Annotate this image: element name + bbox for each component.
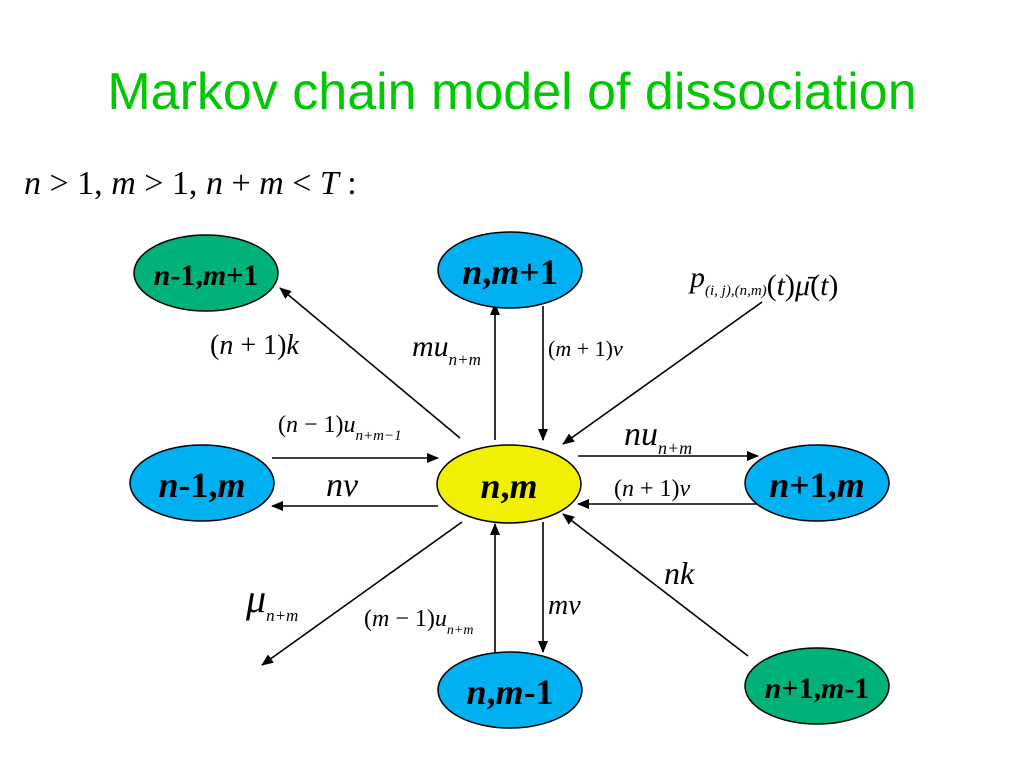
state-nodes: n-1,m+1 n,m+1 n-1,m n,m n+1,m n,m-1 [129,231,890,729]
rate-from-n-m-plus1: (m + 1)v [548,336,623,361]
rate-to-n-m-plus1: mun+m [412,330,481,369]
arrow-to-outside [261,521,463,666]
rate-from-outside: p(i, j),(n,m)(t)μ̄(t) [688,261,838,302]
state-n-m-plus1: n,m+1 [437,231,583,309]
arrow-to-n-minus1-m-plus1 [279,287,461,439]
rate-from-n-minus1-m: (n − 1)un+m−1 [278,412,402,444]
condition-text: n > 1, m > 1, n + m < T : [24,165,357,202]
slide-title: Markov chain model of dissociation [107,63,917,121]
svg-text:n,m+1: n,m+1 [462,252,558,292]
arrow-from-outside [562,301,763,445]
rate-labels: (n + 1)k mun+m (m + 1)v p(i, j),(n,m)(t)… [210,261,838,638]
arrow-from-n-plus1-m-minus1 [562,513,749,657]
state-n-minus1-m-plus1: n-1,m+1 [133,234,279,312]
rate-to-n-m-minus1: mv [548,590,581,621]
svg-text:n,m-1: n,m-1 [466,672,553,712]
state-center-n-m: n,m [436,444,582,524]
svg-text:n-1,m: n-1,m [158,465,245,505]
svg-text:n,m: n,m [480,466,537,506]
rate-from-n-m-minus1: (m − 1)un+m [364,606,473,638]
rate-from-n-plus1-m-minus1: nk [664,555,695,591]
rate-to-outside: μn+m [245,576,298,625]
state-n-plus1-m-minus1: n+1,m-1 [744,647,890,725]
state-n-plus1-m: n+1,m [744,444,890,522]
svg-text:n+1,m: n+1,m [769,465,865,505]
state-n-minus1-m: n-1,m [129,444,275,522]
transition-arrows [261,287,763,666]
rate-to-n-plus1-m: nun+m [624,416,692,458]
rate-to-n-minus1-m: nv [326,467,359,504]
state-n-m-minus1: n,m-1 [437,651,583,729]
rate-to-n-minus1-m-plus1: (n + 1)k [210,330,299,361]
rate-from-n-plus1-m: (n + 1)v [614,476,691,502]
svg-text:n-1,m+1: n-1,m+1 [154,259,259,292]
svg-text:n+1,m-1: n+1,m-1 [765,672,870,705]
